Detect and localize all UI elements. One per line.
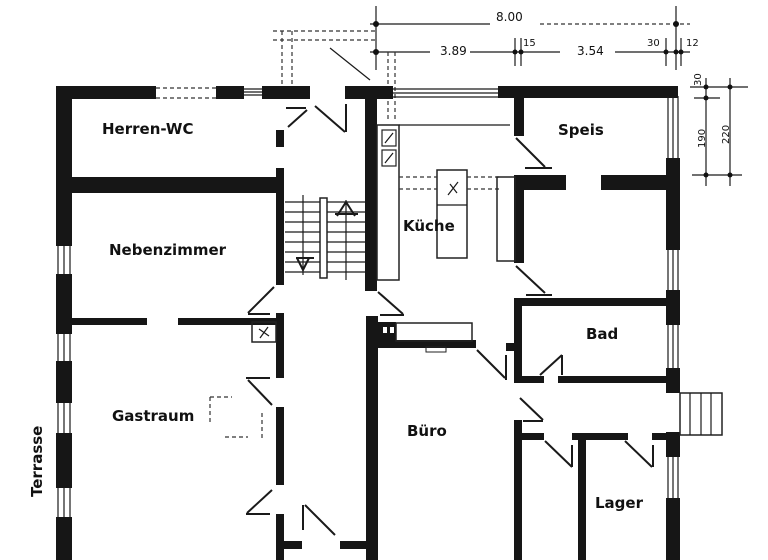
room-label-gastraum: Gastraum <box>112 407 195 425</box>
room-label-terrasse: Terrasse <box>28 425 46 497</box>
dimension-total-width: 8.00 <box>496 10 523 24</box>
outer-walls <box>56 86 680 560</box>
room-label-speis: Speis <box>558 121 604 139</box>
dimension-top-middle: 3.54 <box>577 44 604 58</box>
room-label-buero: Büro <box>407 422 447 440</box>
dimension-top-left: 3.89 <box>440 44 467 58</box>
room-label-bad: Bad <box>586 325 619 343</box>
staircase <box>285 195 365 280</box>
right-dimension-lines <box>690 78 748 186</box>
dimension-top-gap-b: 30 <box>647 38 660 49</box>
dimension-top-gap-c: 12 <box>686 38 699 49</box>
interior-walls <box>72 86 680 560</box>
exterior-steps <box>679 392 723 436</box>
dimension-right-outer: 220 <box>721 124 732 144</box>
room-label-nebenzimmer: Nebenzimmer <box>109 241 227 259</box>
entrance-canopy-sketch <box>273 30 396 120</box>
doors <box>246 104 654 536</box>
room-label-herren-wc: Herren-WC <box>102 120 194 138</box>
dimension-right-top: 30 <box>693 73 704 86</box>
room-label-lager: Lager <box>595 494 643 512</box>
room-label-kueche: Küche <box>403 217 455 235</box>
top-dimension-lines <box>370 6 690 70</box>
windows <box>57 87 679 517</box>
dimension-right-inner: 190 <box>697 128 708 148</box>
dimension-top-gap-a: 15 <box>523 38 536 49</box>
kitchen-fixtures <box>209 124 516 440</box>
